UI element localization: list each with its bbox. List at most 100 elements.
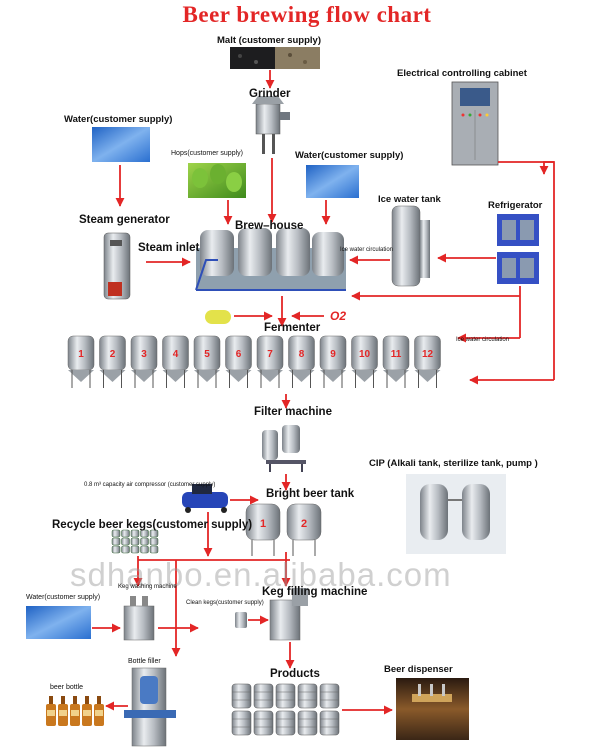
label-keg-washing: Keg washing machine bbox=[118, 584, 177, 590]
label-water-mid: Water(customer supply) bbox=[295, 150, 404, 161]
keg-filling-machine-image bbox=[269, 588, 308, 641]
label-fermenter: Fermenter bbox=[264, 322, 321, 334]
brew-house-image bbox=[195, 228, 346, 291]
product-keg-icon bbox=[253, 683, 274, 709]
label-grinder: Grinder bbox=[249, 88, 291, 100]
fermenter-tank-4: 4 bbox=[162, 335, 189, 388]
label-water-bottom: Water(customer supply) bbox=[26, 594, 101, 601]
keg-icon bbox=[130, 545, 140, 554]
filter-machine-image bbox=[262, 425, 306, 472]
steam-generator-image bbox=[103, 232, 131, 300]
fermenter-number: 3 bbox=[141, 349, 147, 360]
label-o2: O2 bbox=[330, 309, 347, 323]
malt-image bbox=[230, 47, 320, 69]
label-bright-beer-tank: Bright beer tank bbox=[266, 488, 355, 500]
fermenter-number: 2 bbox=[110, 349, 116, 360]
arrow-cabinet-to-refrigerator bbox=[539, 161, 554, 175]
label-recycle-kegs: Recycle beer kegs(customer supply) bbox=[52, 519, 253, 531]
bright-tank-number: 2 bbox=[301, 518, 307, 530]
electrical-cabinet-image bbox=[451, 81, 499, 166]
keg-icon bbox=[111, 529, 121, 538]
fermenter-number: 9 bbox=[330, 349, 336, 360]
fermenter-tank-8: 8 bbox=[288, 335, 315, 388]
product-keg-icon bbox=[275, 710, 296, 736]
product-keg-icon bbox=[231, 683, 252, 709]
grinder-image bbox=[252, 96, 290, 154]
keg-icon bbox=[111, 545, 121, 554]
label-steam-generator: Steam generator bbox=[79, 214, 170, 226]
water-left-image bbox=[92, 127, 150, 162]
fermenter-number: 11 bbox=[391, 349, 402, 360]
label-bottle-filler: Bottle filler bbox=[128, 658, 161, 665]
fermenter-number: 4 bbox=[173, 349, 179, 360]
product-keg-icon bbox=[231, 710, 252, 736]
label-keg-filling: Keg filling machine bbox=[262, 586, 368, 598]
fermenter-number: 7 bbox=[267, 349, 273, 360]
keg-icon bbox=[121, 545, 130, 554]
label-beer-dispenser: Beer dispenser bbox=[384, 664, 453, 675]
label-ice-water-tank: Ice water tank bbox=[378, 194, 441, 205]
beer-bottles-image bbox=[46, 696, 104, 726]
label-hops: Hops(customer supply) bbox=[171, 150, 243, 157]
watermark: sdhanbo.en.alibaba.com bbox=[70, 556, 452, 593]
keg-icon bbox=[140, 529, 149, 538]
label-ice-water-circulation-2: Ice water circulation bbox=[456, 337, 510, 343]
label-ice-water-circulation-1: Ice water circulation bbox=[340, 247, 394, 253]
fermenter-number: 5 bbox=[204, 349, 210, 360]
keg-icon bbox=[121, 529, 130, 538]
label-beer-bottle: beer bottle bbox=[50, 684, 84, 691]
fermenter-number: 6 bbox=[236, 349, 242, 360]
keg-icon bbox=[111, 537, 121, 546]
chart-title: Beer brewing flow chart bbox=[182, 2, 432, 27]
keg-icon bbox=[149, 529, 159, 538]
refrigerator-image-2 bbox=[497, 252, 539, 284]
fermenter-number: 8 bbox=[299, 349, 305, 360]
beer-bottle-icon bbox=[82, 696, 92, 726]
label-products: Products bbox=[270, 668, 320, 680]
beer-bottle-icon bbox=[58, 696, 68, 726]
products-kegs-image bbox=[231, 683, 340, 736]
hops-image bbox=[188, 163, 246, 198]
bright-tank-number: 1 bbox=[260, 518, 266, 530]
oxygen-cylinder-image bbox=[205, 310, 231, 324]
fermenter-tank-5: 5 bbox=[193, 335, 221, 388]
water-mid-image bbox=[306, 165, 359, 198]
product-keg-icon bbox=[319, 710, 340, 736]
keg-icon bbox=[149, 537, 159, 546]
product-keg-icon bbox=[253, 710, 274, 736]
bright-tank-2: 2 bbox=[286, 503, 322, 556]
beer-bottle-icon bbox=[94, 696, 104, 726]
ice-water-tank-image bbox=[391, 205, 430, 287]
label-water-left: Water(customer supply) bbox=[64, 114, 173, 125]
fermenter-tank-12: 12 bbox=[414, 335, 441, 388]
air-compressor-image bbox=[182, 484, 228, 513]
fermenter-number: 10 bbox=[359, 349, 371, 360]
bottle-filler-image bbox=[124, 667, 176, 747]
fermenter-tank-1: 1 bbox=[67, 335, 95, 388]
recycle-kegs-image bbox=[111, 529, 159, 554]
label-steam-inlet: Steam inlet bbox=[138, 242, 200, 254]
clean-keg-image bbox=[235, 612, 247, 628]
product-keg-icon bbox=[275, 683, 296, 709]
keg-washing-machine-image bbox=[123, 596, 155, 641]
label-clean-kegs: Clean kegs(customer supply) bbox=[186, 600, 264, 606]
bright-tank-1: 1 bbox=[245, 503, 281, 556]
refrigerator-image-1 bbox=[497, 214, 539, 246]
fermenter-tank-3: 3 bbox=[130, 335, 158, 388]
fermenter-tank-11: 11 bbox=[382, 335, 410, 388]
fermenter-tank-9: 9 bbox=[319, 335, 347, 388]
flow-arrows bbox=[92, 70, 555, 715]
label-brew-house: Brew–house bbox=[235, 220, 304, 232]
cip-image bbox=[406, 474, 506, 554]
keg-icon bbox=[121, 537, 130, 546]
fermenter-number: 1 bbox=[78, 349, 84, 360]
label-malt: Malt (customer supply) bbox=[217, 35, 321, 46]
label-filter-machine: Filter machine bbox=[254, 406, 332, 418]
keg-icon bbox=[149, 545, 159, 554]
fermenter-tank-6: 6 bbox=[225, 335, 252, 388]
beer-bottle-icon bbox=[70, 696, 80, 726]
